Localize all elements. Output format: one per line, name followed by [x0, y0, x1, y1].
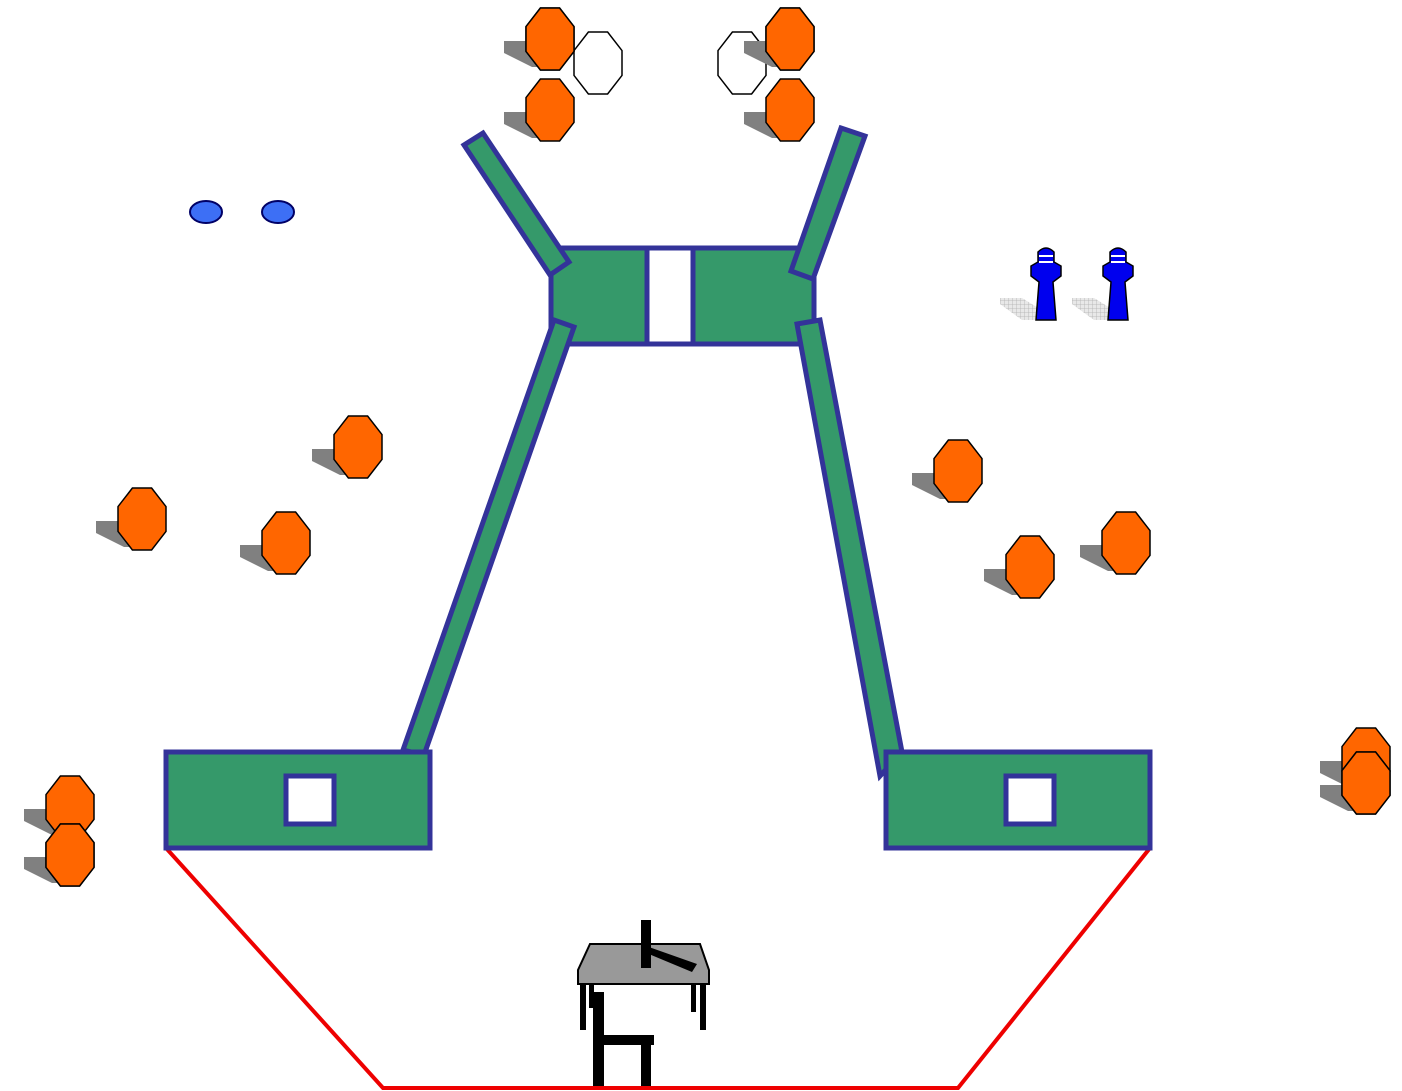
left-port	[283, 773, 337, 827]
shoot-target	[1005, 535, 1055, 599]
top-window	[644, 245, 696, 347]
shoot-target	[45, 823, 95, 887]
shoot-target	[117, 487, 167, 551]
chair-seat	[593, 1035, 654, 1045]
disk-target	[261, 200, 295, 224]
table-leg	[589, 984, 594, 1008]
right-port	[1003, 773, 1057, 827]
handgun-barrel	[644, 946, 697, 972]
shoot-target	[261, 511, 311, 575]
shoot-target	[333, 415, 383, 479]
popper-target	[1030, 247, 1062, 321]
table-leg	[580, 984, 586, 1030]
disk-target	[189, 200, 223, 224]
shoot-target	[525, 7, 575, 71]
no-shoot-target	[573, 31, 623, 95]
shoot-target	[765, 78, 815, 142]
popper-target	[1102, 247, 1134, 321]
upper-left-wall	[460, 129, 573, 279]
handgun-post	[641, 920, 651, 968]
upper-right-wall	[787, 124, 869, 283]
start-position-table-chair	[577, 920, 710, 1086]
shoot-target	[933, 439, 983, 503]
wall-structure	[163, 124, 1153, 851]
shoot-target	[525, 78, 575, 142]
table-leg	[700, 984, 706, 1030]
fault-line	[164, 846, 1152, 1090]
table-leg	[691, 984, 696, 1012]
right-diagonal-wall	[794, 317, 905, 782]
shoot-target	[1341, 751, 1391, 815]
chair-leg	[641, 1040, 651, 1086]
left-diagonal-wall	[399, 316, 578, 758]
shoot-target	[765, 7, 815, 71]
shoot-target	[1101, 511, 1151, 575]
